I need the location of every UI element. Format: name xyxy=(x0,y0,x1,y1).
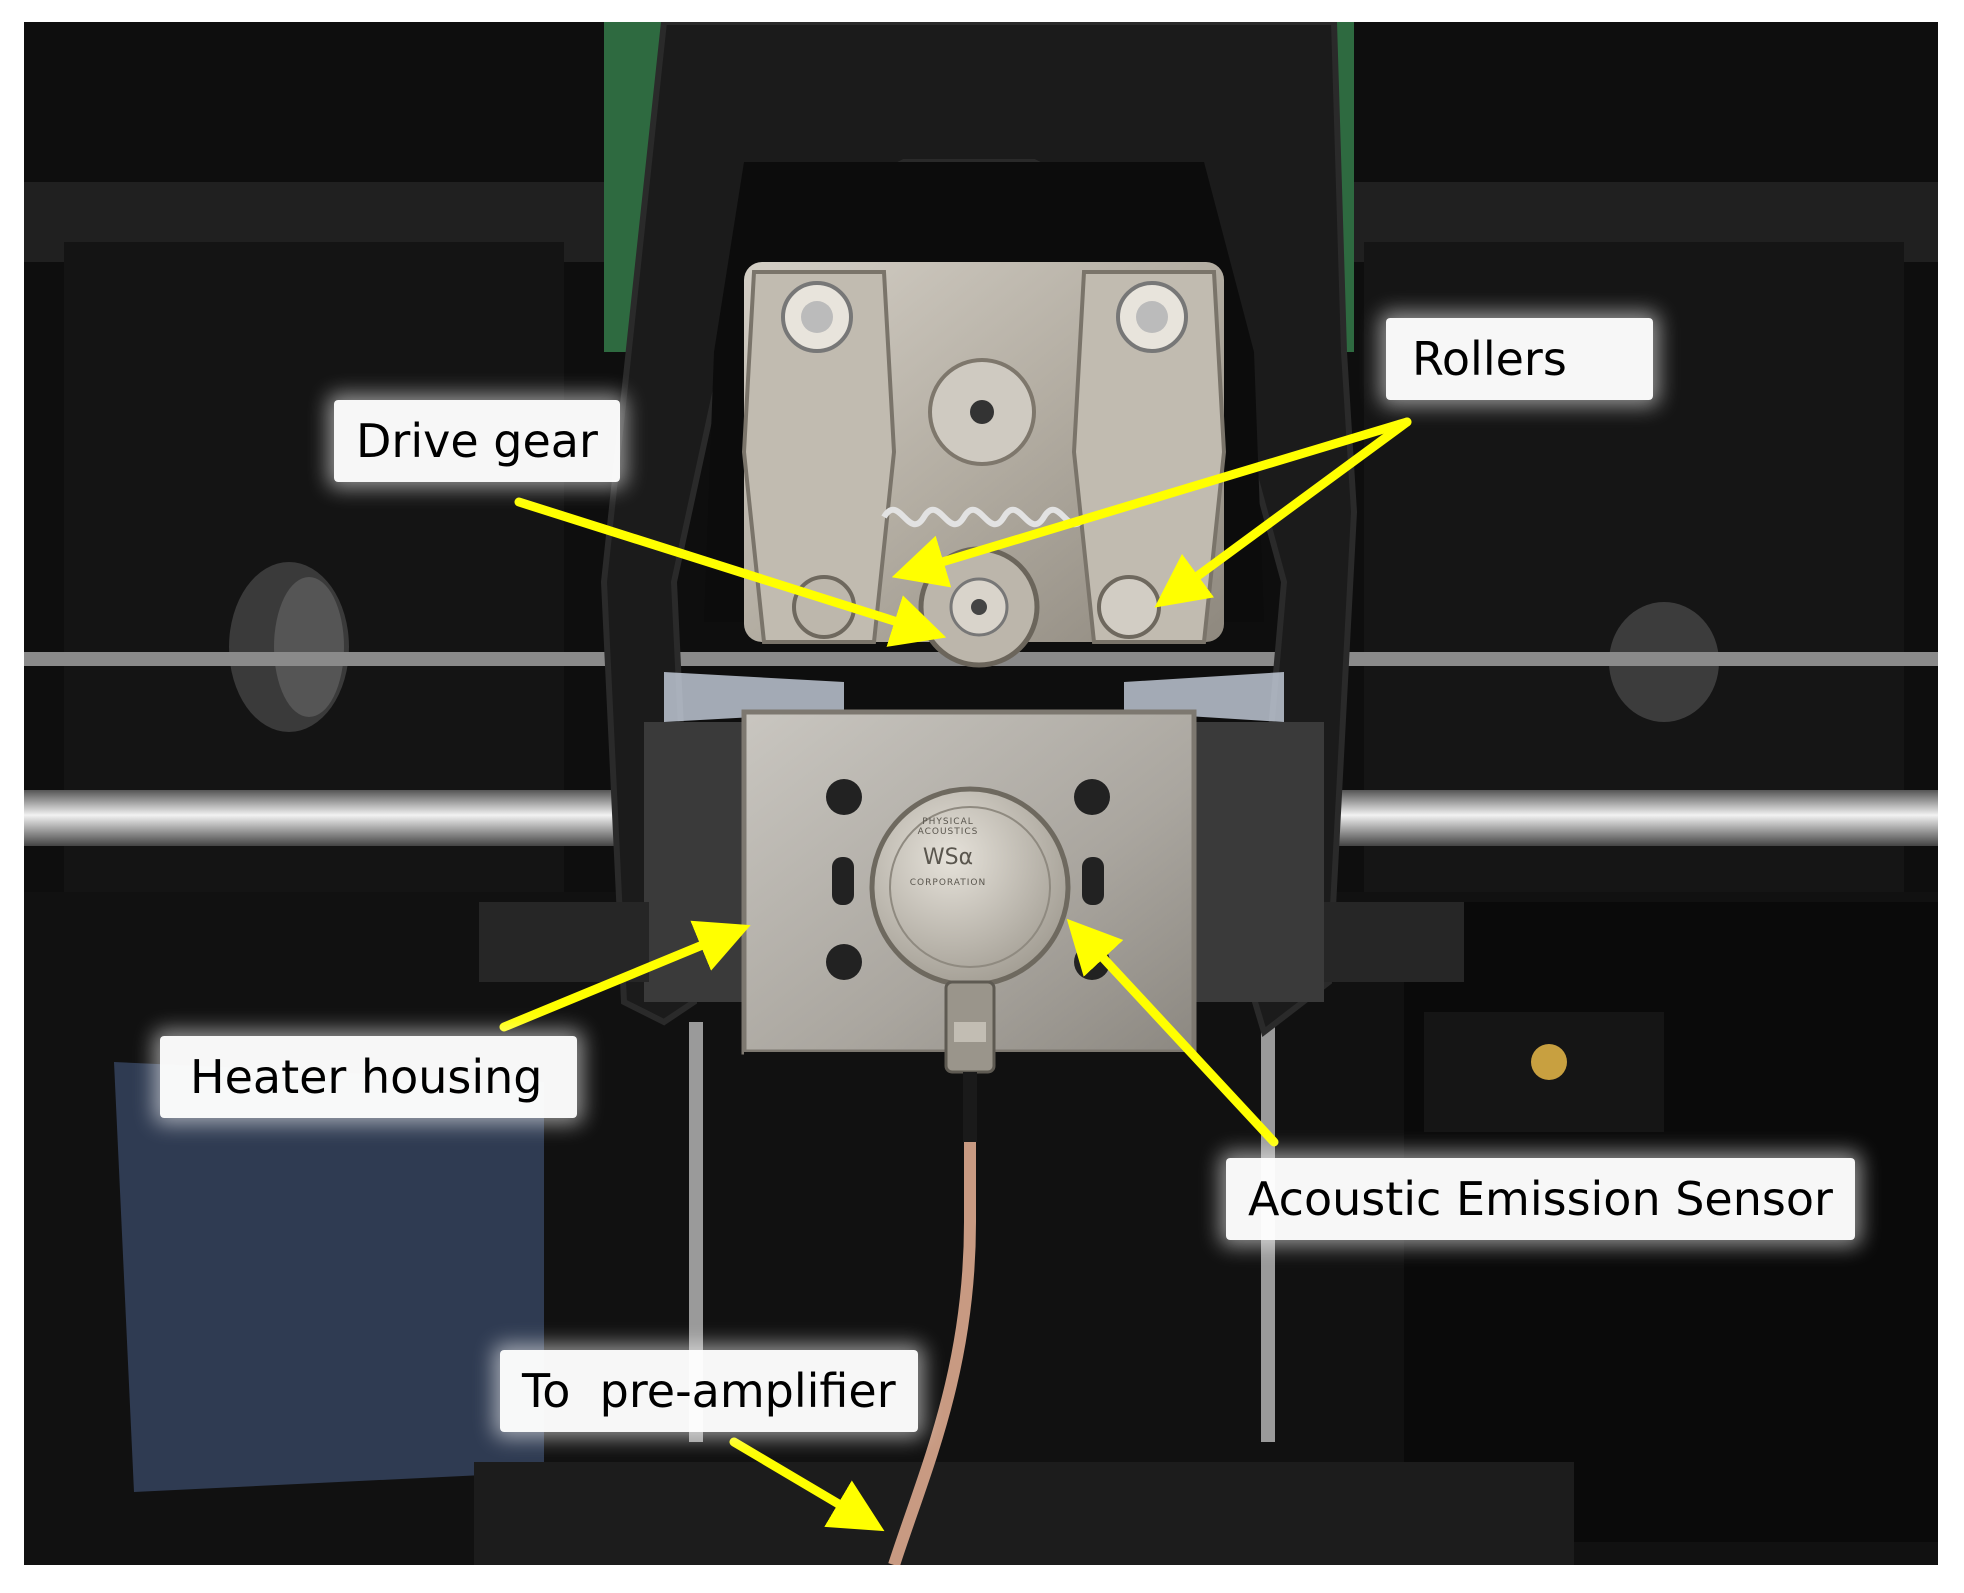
build-plate xyxy=(474,1462,1574,1565)
arrow-roller-left xyxy=(891,417,1412,588)
blue-bag xyxy=(114,1062,544,1492)
label-to-pre-amplifier: To pre-amplifier xyxy=(500,1350,918,1432)
label-drive-gear: Drive gear xyxy=(334,400,620,482)
spring xyxy=(881,506,1087,528)
sensor-cap-text: PHYSICAL ACOUSTICS WSα CORPORATION xyxy=(893,817,1003,888)
screw xyxy=(1074,779,1110,815)
connector xyxy=(1531,1044,1567,1080)
roller-right xyxy=(1097,575,1161,639)
label-acoustic-emission-sensor: Acoustic Emission Sensor xyxy=(1226,1158,1855,1240)
screw xyxy=(826,944,862,980)
sensor-cable xyxy=(888,1072,976,1565)
arrow-drive-gear xyxy=(514,497,947,647)
arrow-ae-sensor xyxy=(1066,918,1279,1147)
photo xyxy=(24,22,1938,1565)
guide-rod-left xyxy=(689,1022,703,1442)
arrow-pre-amplifier xyxy=(729,1437,885,1532)
screw xyxy=(826,779,862,815)
label-heater-housing: Heater housing xyxy=(160,1036,577,1118)
arrow-heater-housing xyxy=(499,920,751,1032)
label-rollers: Rollers xyxy=(1386,318,1653,400)
mount-right xyxy=(1194,722,1324,1002)
sensor-cap-bottom: CORPORATION xyxy=(909,878,987,888)
arrow-roller-right xyxy=(1154,417,1412,608)
sensor-cap-top: PHYSICAL ACOUSTICS xyxy=(917,817,979,837)
sensor-cap-model: WSα xyxy=(922,845,974,870)
